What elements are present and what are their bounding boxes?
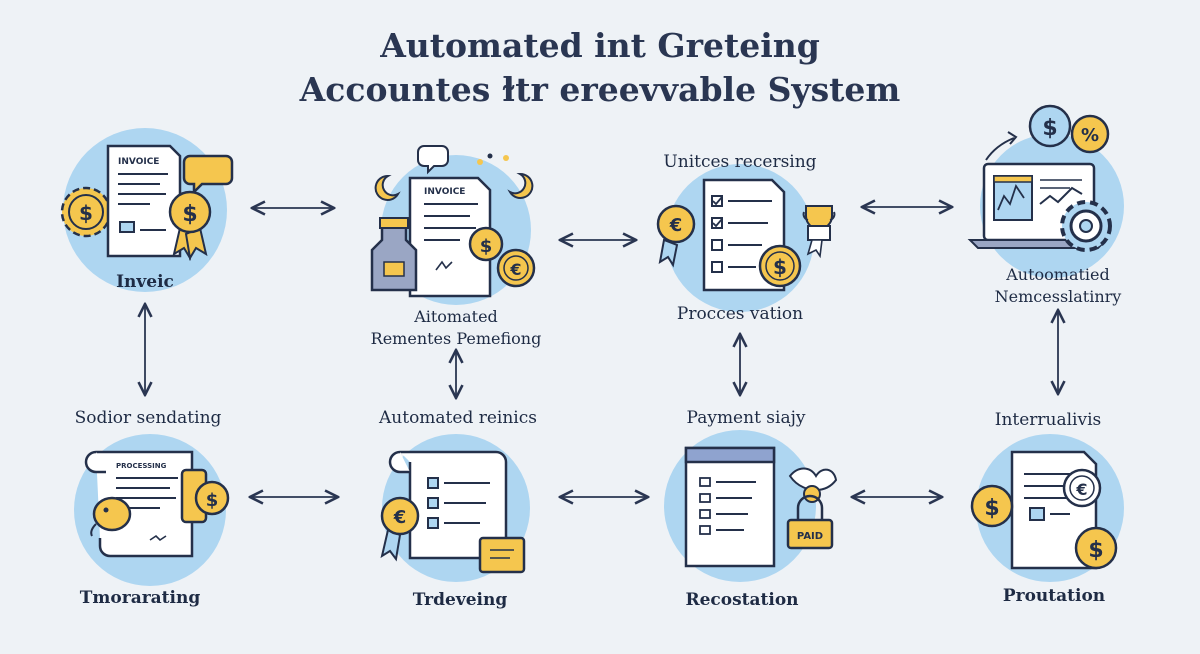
svg-text:$: $ bbox=[480, 236, 493, 257]
title-line-2: Accountes ɫtr ereevvable System bbox=[299, 70, 901, 109]
svg-text:€: € bbox=[669, 215, 683, 236]
dollar-coin-icon: $ bbox=[970, 484, 1014, 528]
svg-text:$: $ bbox=[206, 490, 219, 511]
invoice-document-icon: INVOICE bbox=[106, 144, 182, 258]
node-payment: PAID bbox=[664, 430, 838, 582]
svg-text:$: $ bbox=[1042, 116, 1057, 141]
processing-doc-text: PROCESSING bbox=[116, 462, 167, 470]
title-line-1: Automated int Greteing bbox=[380, 26, 820, 65]
svg-text:€: € bbox=[509, 260, 521, 279]
dollar-coin-icon: $ bbox=[758, 244, 802, 288]
invoice-doc-text: INVOICE bbox=[118, 157, 159, 167]
euro-award-icon: € bbox=[380, 496, 420, 562]
label-sodior-top: Sodior sendating bbox=[74, 408, 222, 428]
svg-text:$: $ bbox=[773, 255, 787, 279]
percent-coin-icon: % bbox=[1070, 114, 1110, 154]
connector-arrows bbox=[145, 207, 1058, 497]
node-internal: $ € $ bbox=[970, 434, 1124, 582]
chat-bubble-icon bbox=[417, 145, 449, 175]
dollar-coin-icon: $ bbox=[1074, 526, 1118, 570]
label-auto-reminders-line2: Rementes Pemefiong bbox=[370, 329, 542, 348]
label-sodior-bottom: Tmorarating bbox=[79, 588, 201, 608]
checklist-scroll-icon bbox=[684, 446, 776, 568]
label-auto-reminders-line1: Aitomated bbox=[414, 307, 498, 326]
dollar-award-icon: $ bbox=[168, 190, 212, 261]
bottle-icon bbox=[370, 217, 418, 292]
label-auto-reinics-bottom: Trdeveing bbox=[412, 590, 508, 610]
label-auto-reinics-top: Automated reinics bbox=[379, 408, 537, 428]
svg-text:$: $ bbox=[1088, 538, 1103, 563]
label-auto-necess-line2: Nemcesslatinry bbox=[994, 287, 1122, 306]
dollar-coin-icon: $ bbox=[1028, 104, 1072, 148]
label-internal-bottom: Proutation bbox=[1002, 586, 1106, 606]
dollar-coin-icon: $ bbox=[180, 468, 230, 524]
gear-dollar-icon: $ bbox=[60, 186, 112, 238]
moon-icon bbox=[374, 174, 401, 201]
label-payment-bottom: Recostation bbox=[685, 590, 799, 610]
label-invoice: Inveic bbox=[116, 272, 174, 292]
node-auto-necess: $ % bbox=[967, 104, 1124, 278]
node-auto-reinics: € bbox=[380, 434, 530, 582]
euro-award-icon: € bbox=[656, 204, 696, 268]
trend-arrow-icon bbox=[985, 137, 1015, 161]
svg-text:$: $ bbox=[79, 201, 93, 225]
label-payment-top: Payment siajy bbox=[686, 408, 806, 428]
wallet-icon bbox=[478, 536, 526, 574]
svg-text:€: € bbox=[1075, 480, 1087, 499]
label-auto-necess-line1: Autoomatied bbox=[1006, 265, 1110, 284]
euro-coin-icon: € bbox=[496, 248, 536, 288]
stamp-text: PAID bbox=[797, 531, 823, 542]
node-process: € $ bbox=[656, 164, 836, 312]
svg-text:%: % bbox=[1081, 125, 1099, 146]
node-invoice: $ INVOICE $ bbox=[60, 128, 234, 292]
label-auto-reminders: Aitomated Rementes Pemefiong bbox=[371, 306, 542, 350]
label-internal-top: Interrualivis bbox=[994, 410, 1102, 430]
chat-bubble-icon bbox=[182, 154, 234, 196]
moon-icon bbox=[507, 172, 534, 199]
invoice-document-icon: INVOICE bbox=[408, 176, 492, 298]
trophy-icon bbox=[802, 205, 836, 259]
processing-scroll-icon: PROCESSING bbox=[84, 450, 194, 558]
svg-text:$: $ bbox=[182, 202, 197, 227]
label-process-bottom: Procces vation bbox=[676, 304, 804, 324]
node-sodior: PROCESSING $ bbox=[74, 434, 230, 586]
node-auto-reminders: INVOICE $ € bbox=[370, 145, 536, 305]
euro-coin-icon: € bbox=[1062, 468, 1102, 508]
payment-stamp-icon: PAID bbox=[786, 467, 838, 550]
svg-text:$: $ bbox=[984, 496, 999, 521]
piggy-bank-icon bbox=[90, 496, 132, 537]
svg-text:€: € bbox=[393, 507, 407, 528]
dollar-coin-icon: $ bbox=[468, 226, 504, 262]
label-process-top: Unitces recersing bbox=[663, 152, 817, 172]
label-auto-necess: Autoomatied Nemcesslatinry bbox=[995, 264, 1122, 308]
gear-icon bbox=[1060, 200, 1112, 252]
invoice-doc-text: INVOICE bbox=[424, 187, 465, 197]
